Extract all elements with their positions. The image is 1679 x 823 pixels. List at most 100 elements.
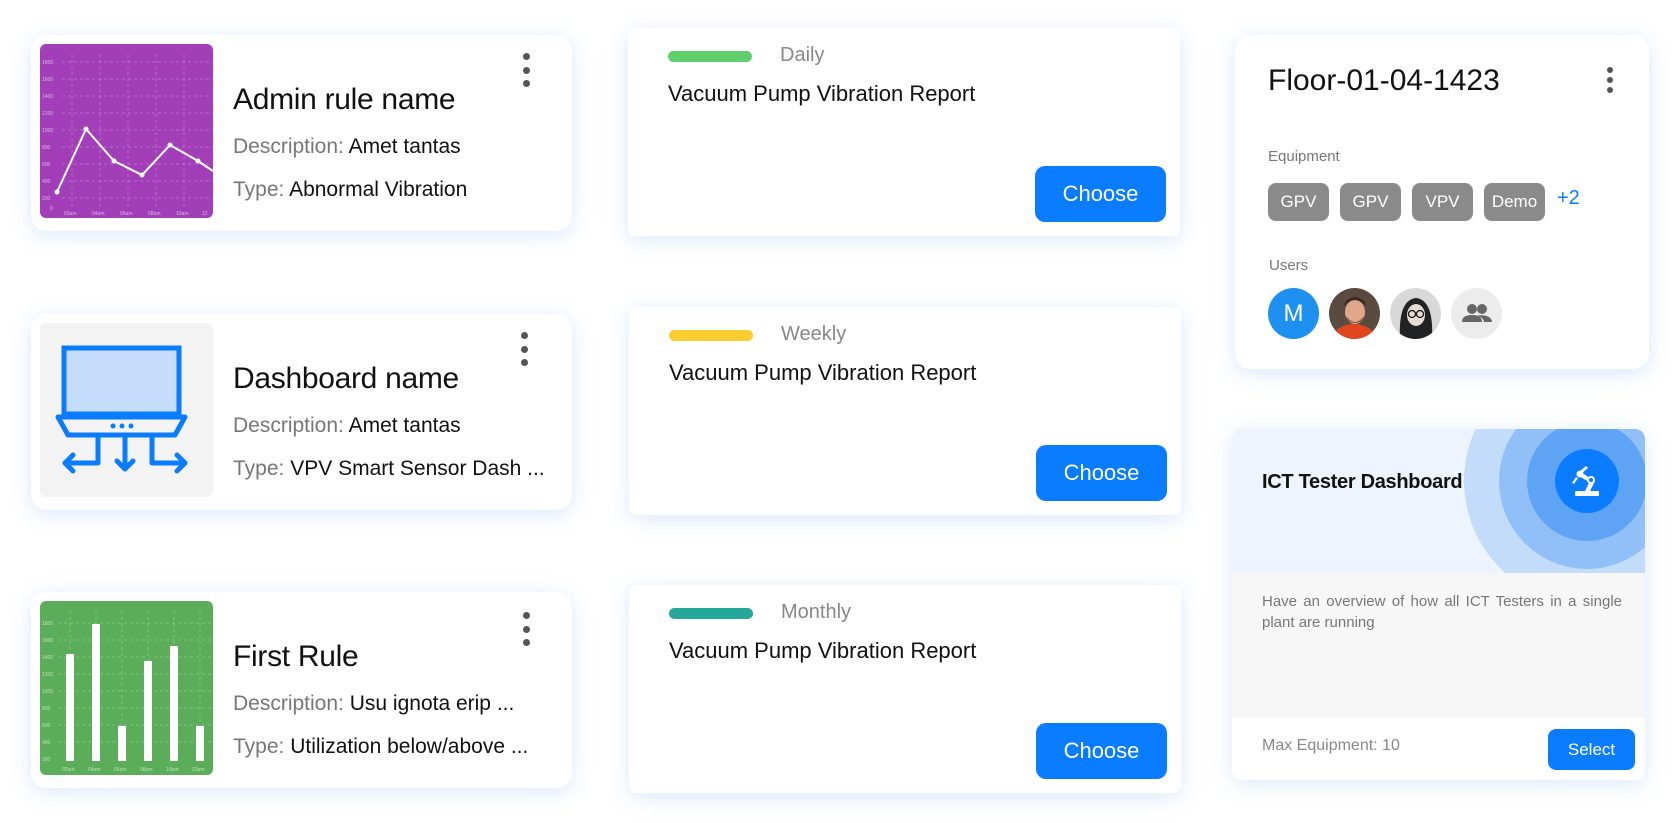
svg-text:04am: 04am — [92, 211, 105, 217]
more-equipment-link[interactable]: +2 — [1557, 187, 1580, 209]
more-options-icon[interactable] — [514, 332, 534, 366]
svg-text:1400: 1400 — [42, 94, 53, 100]
svg-text:400: 400 — [42, 179, 51, 185]
type-label: Type: — [233, 178, 285, 201]
report-card[interactable]: Weekly Vacuum Pump Vibration Report Choo… — [629, 307, 1181, 515]
frequency-indicator — [668, 51, 752, 62]
svg-text:1200: 1200 — [42, 111, 53, 117]
type-value: Utilization below/above ... — [290, 735, 529, 758]
rule-card[interactable]: Dashboard name Description: Amet tantas … — [31, 314, 572, 510]
group-icon[interactable] — [1451, 288, 1502, 339]
equipment-label: Equipment — [1268, 148, 1340, 165]
svg-text:04am: 04am — [88, 767, 101, 773]
frequency-indicator — [669, 330, 753, 341]
rule-type: Type: VPV Smart Sensor Dash ... — [233, 457, 545, 481]
avatar[interactable] — [1390, 288, 1441, 339]
choose-button[interactable]: Choose — [1035, 166, 1166, 222]
svg-text:02am: 02am — [62, 767, 75, 773]
dashboard-header: ICT Tester Dashboard — [1232, 429, 1645, 573]
svg-text:0: 0 — [50, 206, 53, 212]
svg-text:800: 800 — [42, 145, 51, 151]
svg-text:02am: 02am — [64, 211, 77, 217]
robot-arm-icon — [1572, 466, 1599, 496]
dashboard-description: Have an overview of how all ICT Testers … — [1262, 593, 1622, 631]
rule-title: First Rule — [233, 640, 359, 673]
svg-text:12: 12 — [202, 211, 208, 217]
dashboard-footer: Max Equipment: 10 Select — [1232, 718, 1645, 780]
dashboard-description-area: Have an overview of how all ICT Testers … — [1232, 573, 1645, 718]
type-value: VPV Smart Sensor Dash ... — [290, 457, 545, 480]
rule-title: Admin rule name — [233, 83, 456, 116]
svg-text:1200: 1200 — [42, 672, 53, 678]
svg-text:1600: 1600 — [42, 638, 53, 644]
rule-description: Description: Usu ignota erip ... — [233, 692, 514, 716]
description-label: Description: — [233, 692, 344, 715]
type-value: Abnormal Vibration — [289, 178, 468, 201]
svg-text:1000: 1000 — [42, 689, 53, 695]
svg-text:08am: 08am — [148, 211, 161, 217]
report-title: Vacuum Pump Vibration Report — [669, 638, 977, 663]
line-chart-thumbnail: 1800 1600 1400 1200 1000 800 600 400 200 0 02a… — [40, 44, 213, 218]
rule-type: Type: Abnormal Vibration — [233, 178, 467, 202]
dashboard-computer-icon — [40, 323, 213, 497]
svg-text:1800: 1800 — [42, 621, 53, 627]
report-title: Vacuum Pump Vibration Report — [669, 360, 977, 385]
avatar-initial: M — [1283, 299, 1304, 327]
rule-card[interactable]: 1800 1600 1400 1200 1000 800 600 400 200 0 02a… — [31, 35, 572, 231]
max-equipment: Max Equipment: 10 — [1262, 737, 1400, 754]
rule-type: Type: Utilization below/above ... — [233, 735, 528, 759]
svg-text:200: 200 — [42, 757, 51, 763]
type-label: Type: — [233, 735, 285, 758]
dashboard-title: ICT Tester Dashboard — [1262, 471, 1463, 493]
choose-button[interactable]: Choose — [1036, 723, 1167, 779]
more-options-icon[interactable] — [516, 53, 536, 87]
svg-text:06am: 06am — [114, 767, 127, 773]
svg-text:06am: 06am — [120, 211, 133, 217]
svg-text:600: 600 — [42, 723, 51, 729]
equipment-chip[interactable]: VPV — [1412, 183, 1473, 221]
svg-text:10am: 10am — [166, 767, 179, 773]
svg-text:200: 200 — [42, 196, 51, 202]
rule-title: Dashboard name — [233, 362, 459, 395]
type-label: Type: — [233, 457, 285, 480]
rule-description: Description: Amet tantas — [233, 135, 461, 159]
avatar[interactable] — [1329, 288, 1380, 339]
description-value: Amet tantas — [348, 135, 461, 158]
users-label: Users — [1269, 257, 1309, 274]
rule-description: Description: Amet tantas — [233, 414, 461, 438]
rule-card[interactable]: 1800 1600 1400 1200 1000 800 600 400 200 02am 0… — [31, 592, 572, 788]
more-options-icon[interactable] — [516, 612, 536, 646]
report-title: Vacuum Pump Vibration Report — [668, 81, 976, 106]
frequency-indicator — [669, 608, 753, 619]
equipment-chip[interactable]: GPV — [1340, 183, 1401, 221]
svg-text:1000: 1000 — [42, 128, 53, 134]
frequency-label: Daily — [780, 44, 825, 66]
svg-text:08am: 08am — [140, 767, 153, 773]
svg-text:1400: 1400 — [42, 655, 53, 661]
floor-title: Floor-01-04-1423 — [1268, 64, 1500, 97]
choose-button[interactable]: Choose — [1036, 445, 1167, 501]
report-card[interactable]: Monthly Vacuum Pump Vibration Report Cho… — [629, 585, 1181, 793]
description-value: Amet tantas — [348, 414, 461, 437]
svg-text:600: 600 — [42, 162, 51, 168]
report-card[interactable]: Daily Vacuum Pump Vibration Report Choos… — [628, 28, 1180, 236]
svg-text:10am: 10am — [176, 211, 189, 217]
dashboard-card[interactable]: ICT Tester Dashboard Have an overview of… — [1232, 429, 1645, 780]
svg-text:400: 400 — [42, 740, 51, 746]
more-options-icon[interactable] — [1603, 67, 1617, 93]
avatar[interactable]: M — [1268, 288, 1319, 339]
bar-chart-thumbnail: 1800 1600 1400 1200 1000 800 600 400 200 02am 0… — [40, 601, 213, 775]
svg-text:1800: 1800 — [42, 60, 53, 66]
equipment-chip[interactable]: GPV — [1268, 183, 1329, 221]
svg-text:1600: 1600 — [42, 77, 53, 83]
description-value: Usu ignota erip ... — [349, 692, 515, 715]
frequency-label: Monthly — [781, 601, 852, 623]
description-label: Description: — [233, 414, 344, 437]
equipment-chip[interactable]: Demo — [1484, 183, 1545, 221]
svg-text:12pm: 12pm — [192, 767, 205, 773]
select-button[interactable]: Select — [1548, 729, 1635, 770]
description-label: Description: — [233, 135, 344, 158]
svg-text:800: 800 — [42, 706, 51, 712]
floor-card[interactable]: Floor-01-04-1423 Equipment GPV GPV VPV D… — [1235, 35, 1649, 369]
frequency-label: Weekly — [781, 323, 847, 345]
